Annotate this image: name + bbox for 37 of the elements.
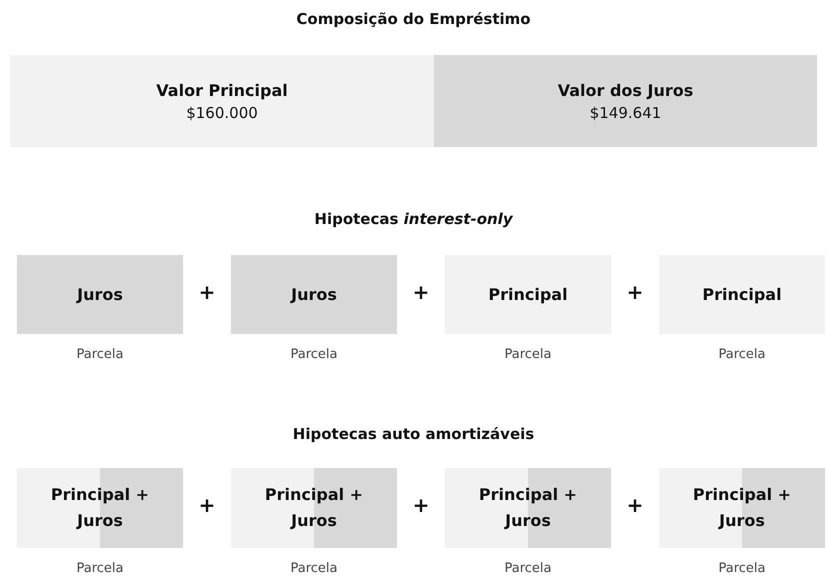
value-box bbox=[10, 55, 434, 147]
plus-sign: + bbox=[626, 493, 644, 517]
box-heading: Principal + Juros bbox=[478, 484, 578, 532]
box-heading: Principal bbox=[702, 285, 782, 304]
box-caption: Parcela bbox=[289, 561, 338, 576]
box-heading: Valor dos Juros bbox=[558, 80, 694, 100]
box-value: $160.000 bbox=[186, 104, 258, 122]
value-box bbox=[445, 468, 611, 548]
box-caption: Parcela bbox=[75, 347, 124, 362]
box-caption: Parcela bbox=[75, 561, 124, 576]
box-heading: Principal + Juros bbox=[692, 484, 792, 532]
plus-sign: + bbox=[198, 280, 216, 304]
section-heading: Hipotecas auto amortizáveis bbox=[292, 425, 536, 443]
box-caption: Parcela bbox=[717, 561, 766, 576]
value-box bbox=[17, 468, 183, 548]
plus-sign: + bbox=[626, 280, 644, 304]
box-value: $149.641 bbox=[590, 104, 662, 122]
value-box bbox=[231, 255, 397, 334]
box-caption: Parcela bbox=[503, 347, 552, 362]
box-heading: Valor Principal bbox=[156, 80, 288, 100]
value-box bbox=[231, 468, 397, 548]
value-box bbox=[659, 468, 825, 548]
box-caption: Parcela bbox=[717, 347, 766, 362]
box-heading: Principal + Juros bbox=[264, 484, 364, 532]
value-box bbox=[17, 255, 183, 334]
box-heading: Juros bbox=[291, 285, 337, 304]
plus-sign: + bbox=[412, 280, 430, 304]
plus-sign: + bbox=[198, 493, 216, 517]
box-heading: Juros bbox=[77, 285, 123, 304]
box-heading: Principal + Juros bbox=[50, 484, 150, 532]
box-heading: Principal bbox=[488, 285, 568, 304]
diagram-title: Composição do Empréstimo bbox=[295, 10, 532, 28]
section-heading: Hipotecas interest-only bbox=[313, 210, 514, 228]
value-box bbox=[434, 55, 817, 147]
box-caption: Parcela bbox=[289, 347, 338, 362]
plus-sign: + bbox=[412, 493, 430, 517]
box-caption: Parcela bbox=[503, 561, 552, 576]
